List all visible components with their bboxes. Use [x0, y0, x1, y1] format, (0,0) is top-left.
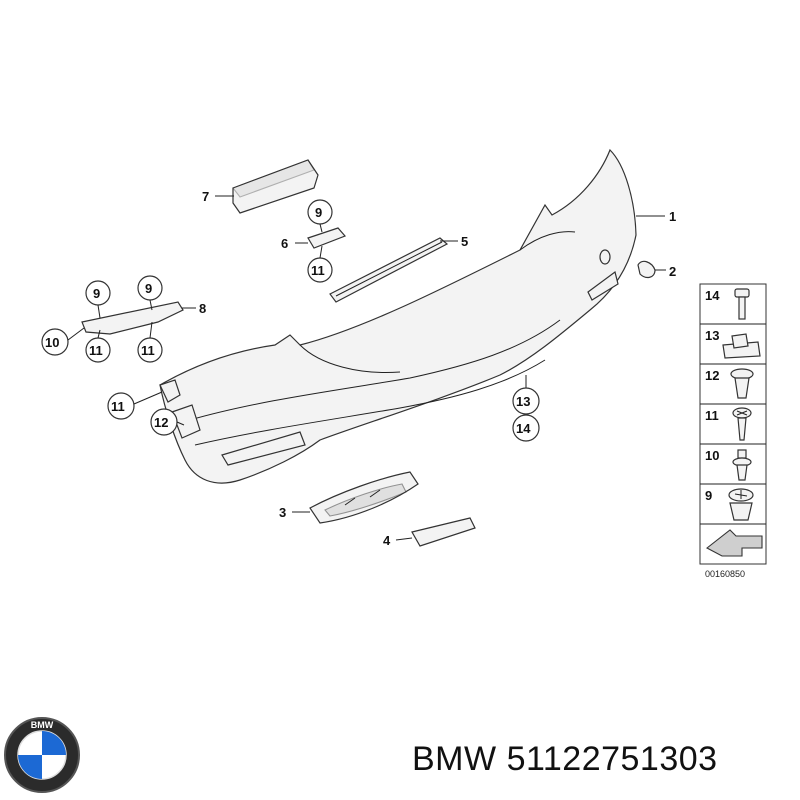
bmw-logo: BMW — [4, 717, 80, 793]
part-4-reflector — [411, 517, 476, 547]
callout-3: 3 — [279, 505, 286, 520]
clip-nut-icon — [722, 333, 761, 359]
callout-circle-11d — [107, 392, 135, 420]
callout-7: 7 — [202, 189, 209, 204]
legend-label-14: 14 — [705, 288, 720, 303]
callout-10: 10 — [45, 335, 59, 350]
part-2-clip — [637, 260, 656, 279]
fastener-legend: 14 13 12 11 10 9 — [699, 283, 767, 579]
callout-circle-14 — [512, 414, 540, 442]
callout-9b: 9 — [93, 286, 100, 301]
callout-9a: 9 — [315, 205, 322, 220]
legend-label-13: 13 — [705, 328, 719, 343]
part-6-bracket — [307, 223, 347, 259]
callout-8: 8 — [199, 301, 206, 316]
legend-label-10: 10 — [705, 448, 719, 463]
callout-4: 4 — [383, 533, 391, 548]
brand-name: BMW — [412, 740, 497, 778]
callout-1: 1 — [669, 209, 676, 224]
part-1-bumper — [159, 148, 637, 484]
callout-2: 2 — [669, 264, 676, 279]
legend-label-9: 9 — [705, 488, 712, 503]
callout-13: 13 — [516, 394, 530, 409]
push-pin-icon — [732, 449, 752, 481]
callout-11a: 11 — [311, 263, 325, 278]
bolt-icon — [734, 288, 750, 320]
callout-14: 14 — [516, 421, 531, 436]
legend-label-11: 11 — [705, 408, 719, 423]
part-7-block — [232, 159, 319, 214]
part-3-insert — [309, 471, 419, 524]
callout-9c: 9 — [145, 281, 152, 296]
callout-11d: 11 — [111, 399, 125, 414]
callout-circle-10 — [41, 328, 69, 356]
callout-circle-13 — [512, 387, 540, 415]
drawing-number: 00160850 — [705, 569, 745, 579]
callout-5: 5 — [461, 234, 468, 249]
callout-12: 12 — [154, 415, 168, 430]
callout-6: 6 — [281, 236, 288, 251]
callout-11b: 11 — [89, 343, 103, 358]
screw-icon — [732, 407, 752, 441]
callout-11c: 11 — [141, 343, 155, 358]
fir-tree-clip-icon — [728, 488, 754, 521]
expansion-rivet-icon — [730, 368, 754, 399]
part-5-strip — [329, 237, 449, 303]
bmw-logo-letters: BMW — [31, 720, 54, 730]
part-number: 51122751303 — [506, 740, 718, 778]
arrow-icon — [705, 529, 763, 557]
part-8-bracket — [67, 299, 184, 341]
legend-label-12: 12 — [705, 368, 719, 383]
